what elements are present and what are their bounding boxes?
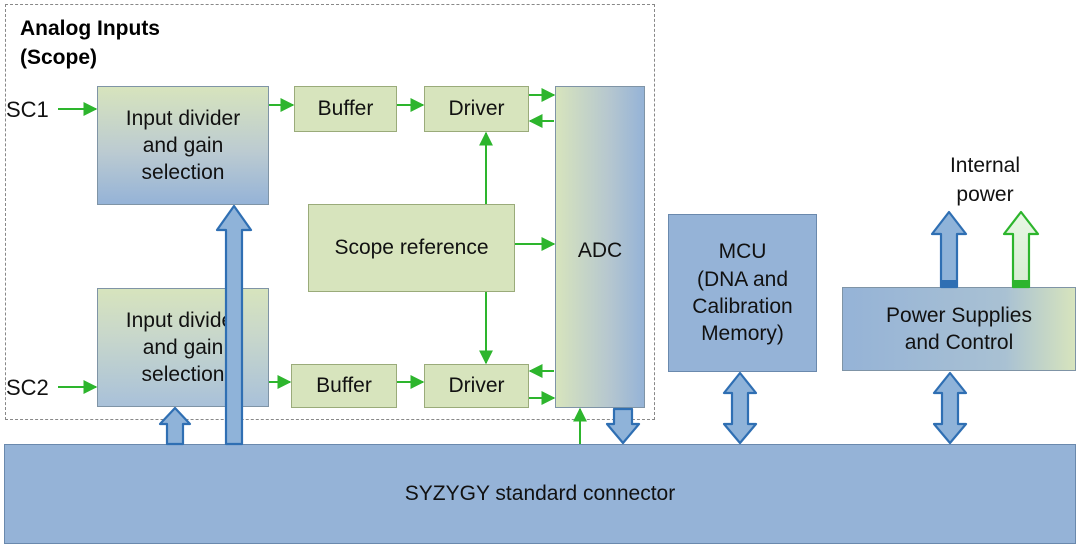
analog-inputs-region [5,4,655,420]
internal-power-arrow-blue [930,210,968,289]
internal-power-arrow-green [1002,210,1040,289]
scope-reference-block: Scope reference [308,204,515,292]
bus-arrow-adc [605,407,641,445]
adc-block: ADC [555,86,645,408]
driver1-label: Driver [448,97,505,121]
sc1-label: SC1 [6,97,49,122]
divider2-line1: Input divider [125,308,241,332]
adc-label: ADC [577,239,623,262]
buffer2-label: Buffer [316,374,372,398]
divider1-line2: and gain [142,133,224,157]
mcu-line1: MCU [718,240,767,264]
buffer-block-2: Buffer [291,364,397,408]
region-title: Analog Inputs (Scope) [20,14,160,72]
bus-arrow-divider1 [215,204,253,446]
bus-arrow-divider2 [158,406,192,446]
divider1-line1: Input divider [125,106,241,130]
divider2-line3: selection [141,363,225,387]
power-line1: Power Supplies [886,303,1032,327]
power-supplies-block: Power Supplies and Control [842,287,1076,371]
internal-power-label: Internal power [930,151,1040,209]
scope-reference-label: Scope reference [334,236,489,260]
mcu-block: MCU (DNA and Calibration Memory) [668,214,817,372]
internal-power-line1: Internal [949,154,1021,177]
region-title-line1: Analog Inputs [20,17,160,40]
driver-block-2: Driver [424,364,529,408]
mcu-line2: (DNA and [696,267,789,291]
driver2-label: Driver [448,374,505,398]
buffer1-label: Buffer [317,97,374,121]
bus-arrow-mcu [722,371,758,445]
input-divider-block-1: Input divider and gain selection [97,86,269,205]
mcu-line4: Memory) [701,322,784,346]
region-title-line2: (Scope) [20,46,98,69]
buffer-block-1: Buffer [294,86,397,132]
bus-arrow-power [932,371,968,445]
power-line2: and Control [904,331,1014,354]
internal-power-line2: power [956,183,1014,206]
syzygy-connector-block: SYZYGY standard connector [4,444,1076,544]
driver-block-1: Driver [424,86,529,132]
divider2-line2: and gain [142,335,224,359]
mcu-line3: Calibration [692,295,793,318]
divider1-line3: selection [141,161,225,185]
syzygy-connector-label: SYZYGY standard connector [404,482,676,506]
sc2-label: SC2 [6,375,49,400]
